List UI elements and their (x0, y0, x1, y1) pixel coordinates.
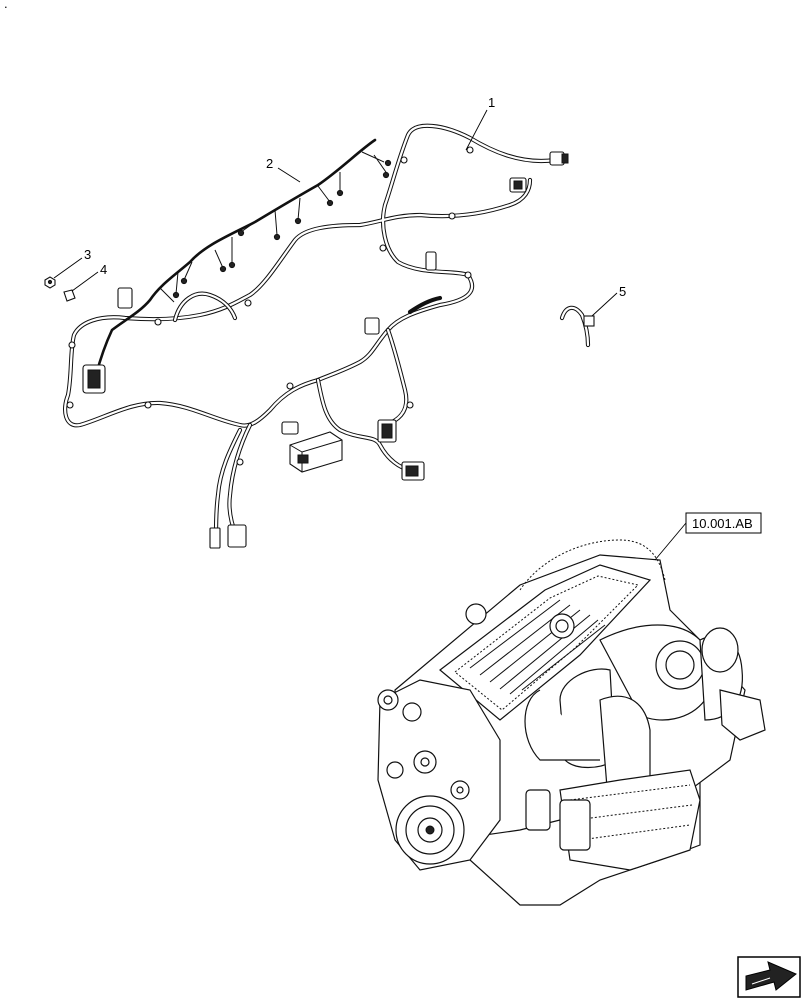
harness-clips (66, 146, 474, 466)
callout-2-label: 2 (266, 156, 273, 171)
engine-illustration (377, 539, 766, 906)
item-4-clip (63, 289, 76, 302)
callout-2: 2 (266, 156, 301, 183)
callout-3: 3 (53, 247, 91, 279)
callout-5: 5 (591, 284, 626, 317)
callout-1: 1 (465, 95, 495, 151)
wiring-harness (63, 123, 569, 549)
callout-4-label: 4 (100, 262, 107, 277)
accessory-pulleys (377, 689, 470, 800)
reference-box-label: 10.001.AB (692, 516, 753, 531)
callout-4: 4 (71, 262, 107, 292)
control-module (289, 431, 343, 473)
valve-cover-ribs (469, 599, 606, 695)
item-5-cable-tie (559, 305, 595, 348)
injector-connectors (172, 159, 392, 299)
harness-connectors (82, 151, 569, 549)
item-3-nut (44, 276, 56, 289)
reference-box[interactable]: 10.001.AB (654, 512, 762, 561)
arrow-icon[interactable] (737, 956, 801, 998)
corner-mark: . (4, 0, 8, 11)
callout-1-label: 1 (488, 95, 495, 110)
callout-3-label: 3 (84, 247, 91, 262)
callout-5-label: 5 (619, 284, 626, 299)
crank-pulley (395, 795, 465, 865)
